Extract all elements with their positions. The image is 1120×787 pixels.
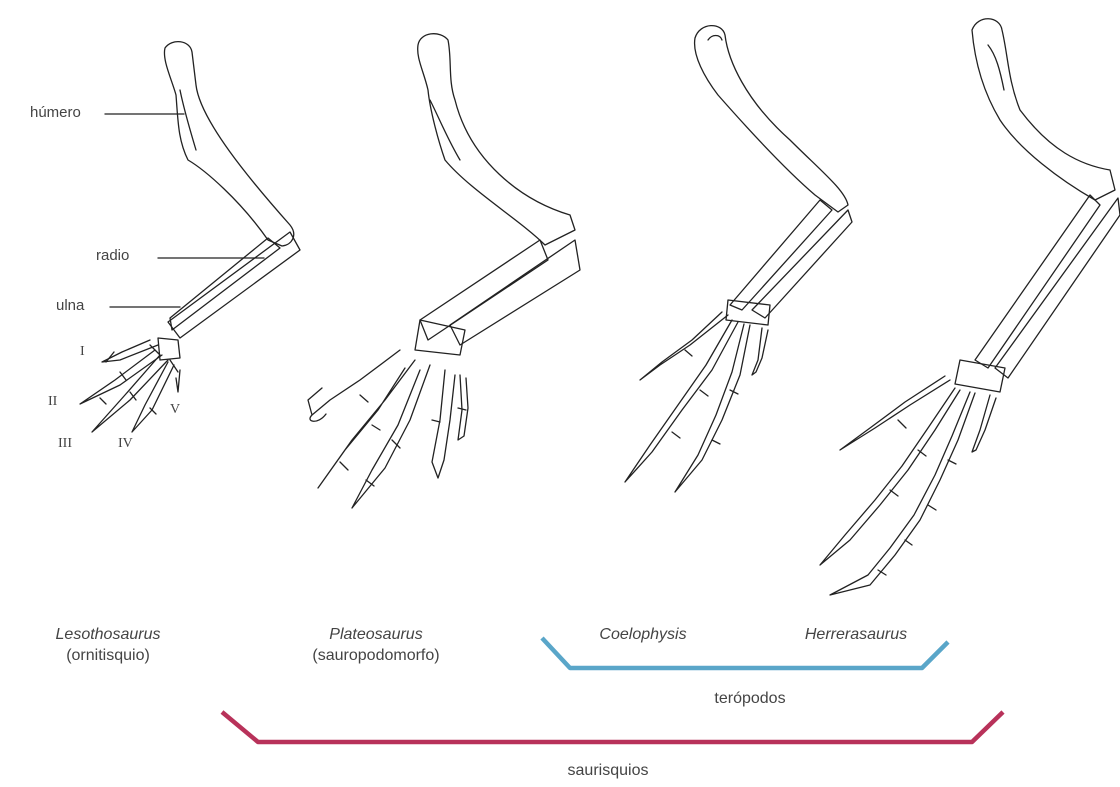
digit-ii (318, 360, 415, 488)
ulna-label: ulna (56, 297, 84, 314)
digit-iii (675, 324, 750, 492)
humero-label: húmero (30, 104, 81, 121)
humerus-bone (695, 26, 848, 212)
digit-i (840, 376, 950, 450)
digit-iv (972, 395, 996, 452)
herrerasaurus-forelimb (820, 19, 1120, 595)
species-caption-lesothosaurus: Lesothosaurus (ornitisquio) (56, 624, 161, 666)
humerus-bone (972, 19, 1115, 200)
radius-bone (975, 195, 1100, 368)
digit-label-iii: III (58, 436, 72, 452)
radio-label: radio (96, 247, 129, 264)
humerus-bone (164, 42, 293, 246)
species-caption-plateosaurus: Plateosaurus (sauropodomorfo) (312, 624, 439, 666)
digit-ii (820, 388, 960, 565)
species-name: Lesothosaurus (56, 624, 161, 645)
digit-label-iv: IV (118, 436, 133, 452)
digit-iv (432, 370, 455, 478)
ulna-bone (995, 198, 1120, 378)
coelophysis-forelimb (625, 26, 852, 492)
species-caption-herrerasaurus: Herrerasaurus (805, 624, 907, 645)
digit-label-ii: II (48, 394, 57, 410)
digit-label-v: V (170, 402, 180, 418)
digit-i (308, 350, 400, 421)
digit-iv (752, 328, 768, 375)
digit-v (458, 375, 468, 440)
species-name: Herrerasaurus (805, 624, 907, 645)
ulna-bone (752, 210, 852, 318)
species-name: Coelophysis (599, 624, 686, 645)
digit-label-i: I (80, 344, 85, 360)
saurischian-bracket (222, 712, 1003, 742)
species-caption-coelophysis: Coelophysis (599, 624, 686, 645)
ulna-bone (450, 240, 580, 345)
digit-iii (830, 392, 975, 595)
lesothosaurus-forelimb (80, 42, 300, 432)
digit-i (102, 340, 158, 362)
digit-v (176, 370, 180, 392)
digit-iii (352, 365, 430, 508)
radius-bone (730, 200, 832, 310)
radius-bone (420, 240, 548, 340)
species-name: Plateosaurus (312, 624, 439, 645)
digit-i (640, 312, 728, 380)
species-group: (ornitisquio) (56, 645, 161, 666)
species-group: (sauropodomorfo) (312, 645, 439, 666)
humerus-bone (418, 34, 575, 245)
plateosaurus-forelimb (308, 34, 580, 508)
theropod-label: terópodos (714, 690, 785, 708)
saurischian-label: saurisquios (568, 762, 649, 780)
